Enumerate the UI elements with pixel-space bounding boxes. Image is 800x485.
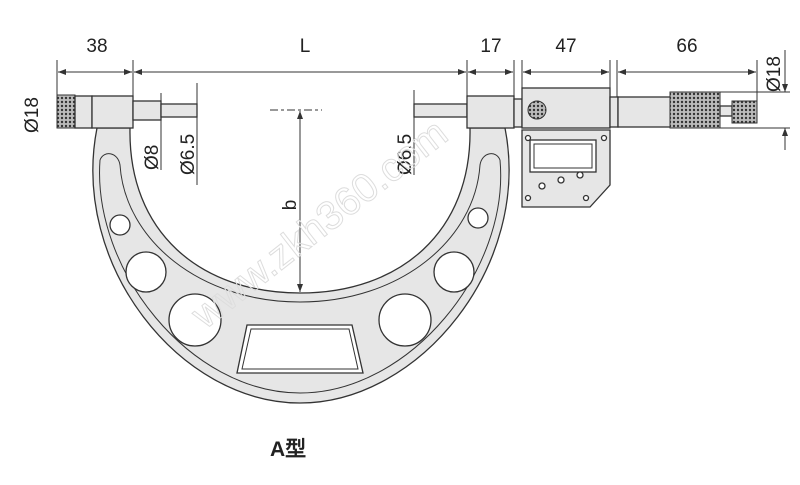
model-caption: A型 bbox=[270, 438, 306, 461]
anvil-head bbox=[56, 94, 198, 129]
lcd-display bbox=[529, 139, 597, 173]
frame bbox=[92, 127, 510, 404]
dim-right-diameter: Ø18 bbox=[764, 56, 785, 92]
dim-L: L bbox=[300, 36, 311, 57]
frame-hole bbox=[125, 251, 167, 293]
dim-left-diameter: Ø18 bbox=[22, 97, 43, 133]
frame-hole bbox=[378, 293, 432, 347]
dim-b: b bbox=[280, 200, 301, 211]
frame-hole bbox=[467, 207, 489, 229]
spindle-head bbox=[413, 87, 758, 208]
dim-spindle-diameter: Ø6.5 bbox=[395, 134, 416, 175]
dim-anvil-tip-diameter: Ø6.5 bbox=[178, 134, 199, 175]
dim-38: 38 bbox=[86, 36, 107, 57]
frame-hole bbox=[433, 251, 475, 293]
dim-anvil-diameter: Ø8 bbox=[142, 145, 163, 170]
frame-hole bbox=[168, 293, 222, 347]
mode-button-icon bbox=[527, 100, 547, 120]
dim-17: 17 bbox=[480, 36, 501, 57]
frame-hole bbox=[109, 214, 131, 236]
dim-47: 47 bbox=[555, 36, 576, 57]
frame-window bbox=[236, 324, 364, 374]
dim-66: 66 bbox=[676, 36, 697, 57]
